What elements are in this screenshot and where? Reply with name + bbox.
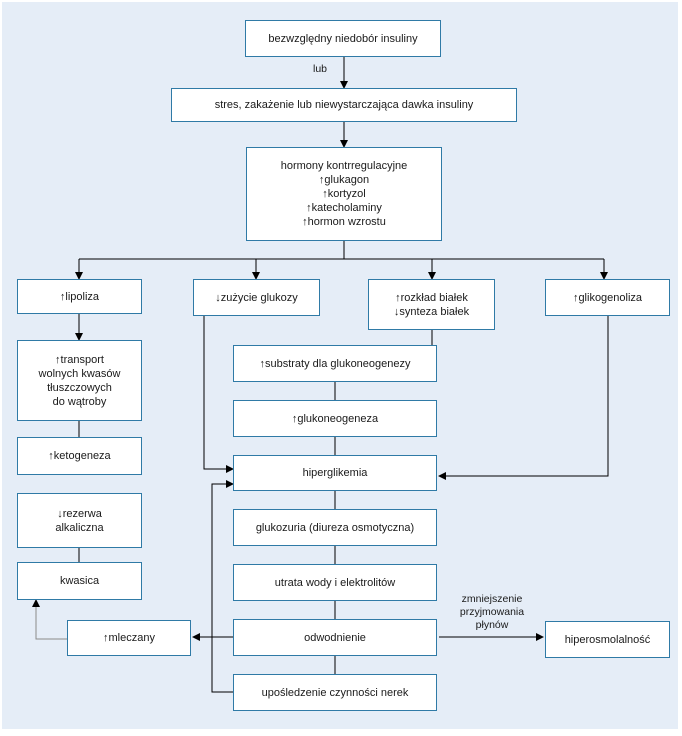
node-alkaline-reserve: ↓rezerwa alkaliczna	[17, 493, 142, 548]
arrow-lactate-to-acidosis	[32, 599, 67, 640]
node-glucosuria: glukozuria (diureza osmotyczna)	[233, 509, 437, 546]
arrow-glucose-use-to-hyperglycemia	[203, 316, 234, 473]
node-stress: stres, zakażenie lub niewystarczająca da…	[171, 88, 517, 122]
node-counterregulatory-hormones: hormony kontrregulacyjne ↑glukagon ↑kort…	[246, 147, 442, 241]
node-dehydration: odwodnienie	[233, 619, 437, 656]
node-gluconeogenesis-substrates: ↑substraty dla glukoneogenezy	[233, 345, 437, 382]
node-lipolysis: ↑lipoliza	[17, 279, 142, 314]
node-water-loss: utrata wody i elektrolitów	[233, 564, 437, 601]
node-kidney-impairment: upośledzenie czynności nerek	[233, 674, 437, 711]
node-protein: ↑rozkład białek ↓synteza białek	[368, 279, 495, 330]
edge-label-or: lub	[312, 63, 327, 75]
node-acidosis: kwasica	[17, 562, 142, 600]
node-insulin-deficit: bezwzględny niedobór insuliny	[245, 20, 441, 57]
node-fatty-acid-transport: ↑transport wolnych kwasów tłuszczowych d…	[17, 340, 142, 421]
arrow-glycogenolysis-to-hyperglycemia	[438, 316, 609, 480]
node-lactate: ↑mleczany	[67, 620, 191, 656]
node-glycogenolysis: ↑glikogenoliza	[545, 279, 670, 316]
node-ketogenesis: ↑ketogeneza	[17, 437, 142, 475]
node-glucose-use: ↓zużycie glukozy	[193, 279, 320, 316]
node-gluconeogenesis: ↑glukoneogeneza	[233, 400, 437, 437]
edge-label-fluid-intake: zmniejszenie przyjmowania płynów	[459, 593, 525, 631]
node-hyperglycemia: hiperglikemia	[233, 455, 437, 491]
node-hyperosmolality: hiperosmolalność	[545, 621, 670, 658]
arrow-kidney-to-hyperglycemia	[211, 480, 234, 693]
